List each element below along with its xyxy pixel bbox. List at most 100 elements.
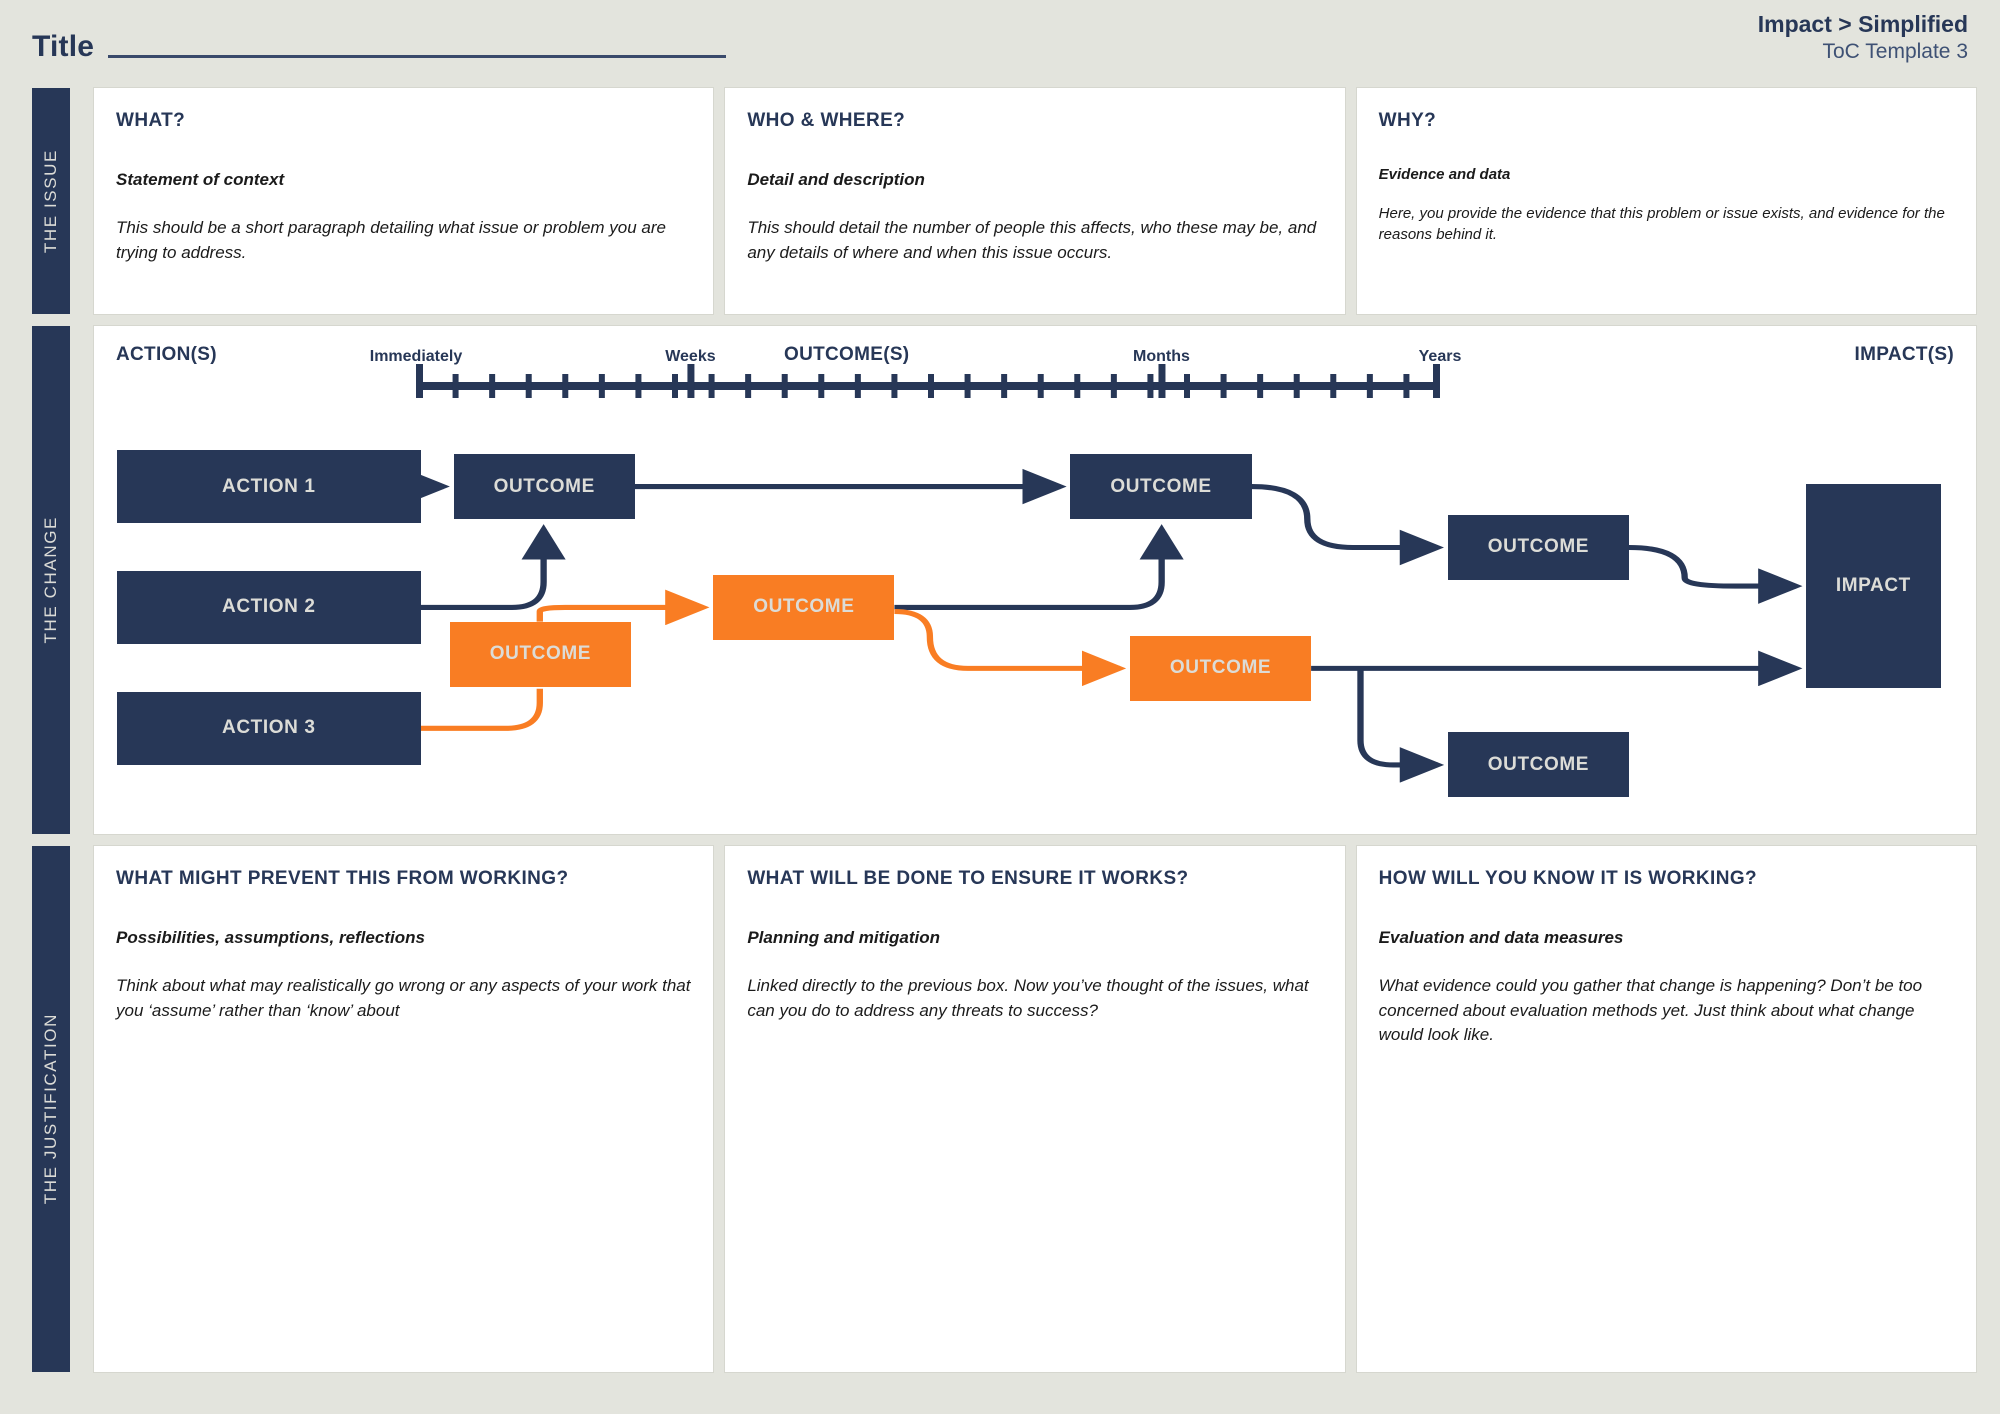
- flow-node-outcome1[interactable]: OUTCOME: [453, 454, 635, 520]
- card-body: This should be a short paragraph detaili…: [116, 218, 666, 262]
- flow-node-label: IMPACT: [1835, 575, 1911, 597]
- edge-outcome6-impact: [1628, 544, 1803, 604]
- flow-node-label: OUTCOME: [753, 596, 855, 618]
- card-body: Linked directly to the previous box. Now…: [747, 976, 1309, 1020]
- edge-action2-outcome1: [420, 524, 566, 610]
- flow-node-outcome5[interactable]: OUTCOME: [1129, 635, 1312, 701]
- flow-node-outcome3[interactable]: OUTCOME: [713, 574, 895, 640]
- side-tab-the-issue: THE ISSUE: [32, 88, 70, 314]
- flow-arrows: [405, 468, 1803, 783]
- timeline-minor-tick: [635, 374, 642, 398]
- card-body: Here, you provide the evidence that this…: [1378, 205, 1945, 244]
- edge-outcome5-outcome7: [1357, 670, 1445, 783]
- flow-node-action1[interactable]: ACTION 1: [116, 449, 421, 524]
- flow-node-impact[interactable]: IMPACT: [1806, 484, 1941, 688]
- card-title: WHAT?: [116, 110, 186, 131]
- card-title: WHO & WHERE?: [747, 110, 906, 131]
- section-the-issue: THE ISSUE WHAT? Statement of context Thi…: [32, 88, 1976, 314]
- timeline-major-tick: [1158, 364, 1166, 408]
- timeline-minor-tick: [525, 374, 532, 398]
- edge-action3-outcome2: [420, 688, 543, 731]
- card-title: WHAT MIGHT PREVENT THIS FROM WORKING?: [116, 868, 569, 889]
- timeline-minor-tick: [1037, 374, 1044, 398]
- card-body: What evidence could you gather that chan…: [1378, 976, 1923, 1045]
- card-how-will-you-know[interactable]: HOW WILL YOU KNOW IT IS WORKING? Evaluat…: [1356, 846, 1976, 1372]
- timeline-minor-tick: [1403, 374, 1410, 398]
- card-who-where[interactable]: WHO & WHERE? Detail and description This…: [725, 88, 1345, 314]
- timeline-minor-tick: [781, 374, 788, 398]
- timeline-minor-tick: [964, 374, 971, 398]
- card-subtitle: Evaluation and data measures: [1378, 928, 1624, 947]
- timeline-minor-tick: [452, 374, 459, 398]
- timeline-minor-tick: [708, 374, 715, 398]
- side-tab-the-change: THE CHANGE: [32, 326, 70, 834]
- side-tab-label: THE JUSTIFICATION: [41, 1013, 60, 1205]
- timeline-label-immediately: Immediately: [369, 348, 463, 365]
- timeline-minor-tick: [598, 374, 605, 398]
- edge-outcome2-outcome3: [536, 589, 710, 626]
- flow-node-label: ACTION 3: [222, 717, 316, 739]
- flow-node-outcome2[interactable]: OUTCOME: [449, 621, 631, 687]
- header-branding: Impact > Simplified ToC Template 3: [1758, 10, 1968, 66]
- section-the-change: THE CHANGE ACTION(S) OUTCOME(S) IMPACT(S…: [32, 326, 1976, 834]
- title-blank-line[interactable]: [108, 55, 727, 58]
- card-body: This should detail the number of people …: [747, 218, 1317, 262]
- timeline-label-months: Months: [1133, 348, 1190, 365]
- timeline-minor-tick: [1147, 374, 1154, 398]
- timeline-minor-tick: [928, 374, 934, 398]
- card-subtitle: Planning and mitigation: [747, 928, 940, 947]
- timeline-minor-tick: [489, 374, 496, 398]
- flow-node-action3[interactable]: ACTION 3: [116, 691, 421, 765]
- flow-node-label: OUTCOME: [1487, 536, 1590, 558]
- timeline-major-tick: [1433, 364, 1440, 408]
- card-what-might-prevent[interactable]: WHAT MIGHT PREVENT THIS FROM WORKING? Po…: [94, 846, 714, 1372]
- template-name: ToC Template 3: [1822, 40, 1968, 64]
- card-what[interactable]: WHAT? Statement of context This should b…: [94, 88, 714, 314]
- flow-node-label: ACTION 2: [222, 596, 316, 618]
- page-title-label: Title: [32, 30, 95, 63]
- column-header-outcomes: OUTCOME(S): [784, 344, 910, 365]
- card-why[interactable]: WHY? Evidence and data Here, you provide…: [1356, 88, 1976, 314]
- flow-node-outcome7[interactable]: OUTCOME: [1447, 732, 1629, 798]
- flow-node-outcome4[interactable]: OUTCOME: [1070, 454, 1252, 520]
- timeline-minor-tick: [1366, 374, 1373, 398]
- side-tab-label: THE ISSUE: [41, 148, 60, 254]
- brand-name: Impact > Simplified: [1757, 11, 1968, 37]
- timeline-minor-tick: [1001, 374, 1008, 398]
- timeline-svg: [416, 364, 1440, 408]
- timeline-minor-tick: [1293, 374, 1300, 398]
- change-body: ACTION(S) OUTCOME(S) IMPACT(S) Immediate…: [94, 326, 1976, 834]
- card-subtitle: Evidence and data: [1378, 166, 1511, 183]
- timeline-minor-tick: [1330, 374, 1337, 398]
- side-tab-the-justification: THE JUSTIFICATION: [32, 846, 70, 1372]
- edge-outcome3-outcome4: [894, 524, 1184, 610]
- flow-node-label: OUTCOME: [489, 643, 592, 665]
- section-the-justification: THE JUSTIFICATION WHAT MIGHT PREVENT THI…: [32, 846, 1976, 1372]
- timeline-minor-tick: [672, 374, 678, 398]
- timeline-minor-tick: [1074, 374, 1081, 398]
- card-title: WHAT WILL BE DONE TO ENSURE IT WORKS?: [747, 868, 1189, 889]
- justification-cards-row: WHAT MIGHT PREVENT THIS FROM WORKING? Po…: [94, 846, 1976, 1372]
- timeline-minor-tick: [1220, 374, 1227, 398]
- column-header-actions: ACTION(S): [116, 344, 217, 365]
- theory-of-change-canvas[interactable]: ACTION(S) OUTCOME(S) IMPACT(S) Immediate…: [94, 326, 1976, 834]
- flow-node-label: OUTCOME: [1169, 657, 1272, 679]
- edge-outcome3-outcome5: [894, 608, 1127, 687]
- title-field[interactable]: Title: [32, 30, 727, 64]
- card-title: HOW WILL YOU KNOW IT IS WORKING?: [1378, 868, 1758, 889]
- edge-outcome4-outcome6: [1251, 483, 1445, 566]
- timeline-major-tick: [687, 364, 695, 408]
- flow-node-action2[interactable]: ACTION 2: [116, 570, 421, 644]
- timeline-minor-tick: [562, 374, 569, 398]
- side-tab-label: THE CHANGE: [41, 516, 60, 644]
- card-subtitle: Possibilities, assumptions, reflections: [116, 928, 425, 947]
- flow-node-label: ACTION 1: [222, 475, 316, 497]
- flow-node-label: OUTCOME: [1487, 753, 1590, 775]
- issue-cards-row: WHAT? Statement of context This should b…: [94, 88, 1976, 314]
- card-what-will-be-done[interactable]: WHAT WILL BE DONE TO ENSURE IT WORKS? Pl…: [725, 846, 1345, 1372]
- flow-node-outcome6[interactable]: OUTCOME: [1447, 514, 1629, 580]
- card-subtitle: Statement of context: [116, 170, 285, 189]
- flow-node-label: OUTCOME: [1110, 475, 1212, 497]
- flow-node-label: OUTCOME: [493, 475, 595, 497]
